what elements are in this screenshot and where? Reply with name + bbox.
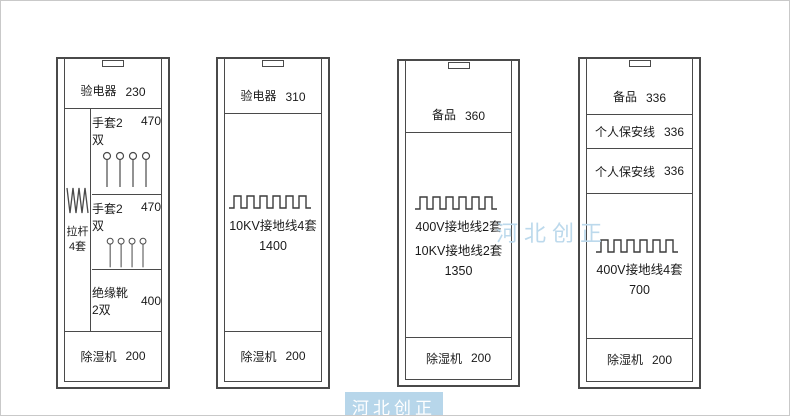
pull-rod-zigzag-icon bbox=[65, 187, 89, 213]
shelf-dimension: 470 bbox=[140, 200, 161, 214]
shelf-dimension: 336 bbox=[663, 124, 685, 139]
shelf-dimension: 230 bbox=[125, 85, 146, 99]
cabinet-3-grounding-bay: 400V接地线2套 10KV接地线2套 1350 bbox=[406, 133, 511, 338]
glove-hanger-pins-icon bbox=[102, 151, 150, 187]
shelf-label: 备品 bbox=[612, 90, 637, 104]
shelf-dimension: 200 bbox=[651, 352, 673, 367]
cabinet-2-handle-icon bbox=[262, 60, 284, 67]
shelf-label: 手套2双 bbox=[92, 202, 123, 233]
pole-label-line2: 4套 bbox=[68, 240, 87, 253]
cabinet-4-safety-line-shelf-1: 个人保安线 336 bbox=[587, 115, 692, 149]
cabinet-2-dehumidifier-bay: 除湿机 200 bbox=[225, 331, 321, 381]
cabinet-1-right-column: 手套2双 470 bbox=[92, 109, 161, 331]
watermark-text: 河北创正 bbox=[496, 221, 609, 246]
shelf-label: 验电器 bbox=[240, 89, 277, 103]
shelf-label: 验电器 bbox=[80, 84, 117, 98]
shelf-label: 绝缘靴2双 bbox=[92, 285, 129, 317]
shelf-dimension: 470 bbox=[140, 114, 161, 128]
grounding-wire-hooks-icon bbox=[229, 195, 311, 209]
bay-label: 10KV接地线4套 bbox=[229, 219, 317, 233]
shelf-dimension: 200 bbox=[470, 351, 492, 365]
shelf-label: 个人保安线 bbox=[594, 125, 655, 139]
cabinet-2-interior: 验电器 310 10KV接地线4套 1400 除湿机 200 bbox=[224, 59, 322, 382]
cabinet-1-handle-icon bbox=[102, 60, 124, 67]
shelf-label: 除湿机 bbox=[80, 349, 117, 364]
glove-hanger-pins-icon bbox=[106, 237, 146, 268]
pole-label-line1: 拉杆 bbox=[66, 225, 89, 238]
glove-shelf-2: 手套2双 470 bbox=[92, 195, 161, 270]
cabinet-4-grounding-bay: 400V接地线4套 700 bbox=[587, 194, 692, 339]
cabinet-1-dehumidifier-bay: 除湿机 200 bbox=[65, 331, 161, 381]
cabinet-4-interior: 备品 336 个人保安线 336 个人保安线 336 400V接地线4套 700… bbox=[586, 59, 693, 382]
cabinet-3-interior: 备品 360 400V接地线2套 10KV接地线2套 1350 除湿机 200 bbox=[405, 61, 512, 380]
bay-dimension: 700 bbox=[629, 282, 650, 297]
shelf-label: 个人保安线 bbox=[594, 164, 655, 179]
shelf-label: 除湿机 bbox=[240, 349, 277, 364]
grounding-wire-hooks-icon bbox=[595, 238, 678, 253]
shelf-dimension: 360 bbox=[464, 109, 486, 123]
cabinet-2: 验电器 310 10KV接地线4套 1400 除湿机 200 bbox=[216, 57, 330, 389]
shelf-label: 手套2双 bbox=[92, 116, 123, 147]
cabinet-3-dehumidifier-bay: 除湿机 200 bbox=[406, 337, 511, 379]
cabinet-1-pole-column: 拉杆 4套 bbox=[65, 109, 91, 331]
pole-column-label: 拉杆 4套 bbox=[67, 225, 89, 255]
cabinet-4-dehumidifier-bay: 除湿机 200 bbox=[587, 338, 692, 381]
cabinet-2-top-shelf: 验电器 310 bbox=[225, 59, 321, 114]
cabinet-3-handle-icon bbox=[447, 62, 470, 69]
cabinet-1-interior: 验电器 230 拉杆 4套 手套2双 bbox=[64, 59, 162, 382]
shelf-dimension: 336 bbox=[663, 164, 685, 178]
cabinet-1-top-shelf: 验电器 230 bbox=[65, 59, 161, 109]
cabinet-1-body: 拉杆 4套 手套2双 470 bbox=[65, 109, 161, 332]
bay-label: 400V接地线4套 bbox=[596, 262, 683, 277]
bay-dimension: 1350 bbox=[444, 263, 473, 278]
watermark-text: 河北创正 bbox=[345, 392, 443, 415]
shelf-dimension: 336 bbox=[645, 91, 667, 105]
shelf-dimension: 400 bbox=[140, 293, 161, 308]
shelf-label: 备品 bbox=[431, 108, 456, 122]
bay-dimension: 1400 bbox=[259, 239, 287, 253]
cabinet-2-grounding-bay: 10KV接地线4套 1400 bbox=[225, 114, 321, 332]
cabinet-3: 备品 360 400V接地线2套 10KV接地线2套 1350 除湿机 200 bbox=[397, 59, 520, 387]
cabinet-4-handle-icon bbox=[628, 60, 651, 67]
bay-label-line2: 10KV接地线2套 bbox=[414, 243, 503, 258]
shelf-dimension: 200 bbox=[125, 349, 146, 363]
cabinet-3-top-shelf: 备品 360 bbox=[406, 61, 511, 133]
boots-shelf: 绝缘靴2双 400 bbox=[92, 270, 161, 331]
shelf-dimension: 200 bbox=[285, 349, 306, 363]
shelf-dimension: 310 bbox=[285, 90, 306, 104]
cabinet-1: 验电器 230 拉杆 4套 手套2双 bbox=[56, 57, 170, 389]
shelf-label: 除湿机 bbox=[425, 351, 462, 366]
glove-shelf-1: 手套2双 470 bbox=[92, 109, 161, 195]
cabinet-4-top-shelf: 备品 336 bbox=[587, 59, 692, 115]
cabinet-4: 备品 336 个人保安线 336 个人保安线 336 400V接地线4套 700… bbox=[578, 57, 701, 389]
cabinet-4-safety-line-shelf-2: 个人保安线 336 bbox=[587, 149, 692, 194]
bay-label-line1: 400V接地线2套 bbox=[415, 219, 502, 234]
grounding-wire-hooks-icon bbox=[414, 195, 497, 210]
shelf-label: 除湿机 bbox=[606, 353, 643, 367]
